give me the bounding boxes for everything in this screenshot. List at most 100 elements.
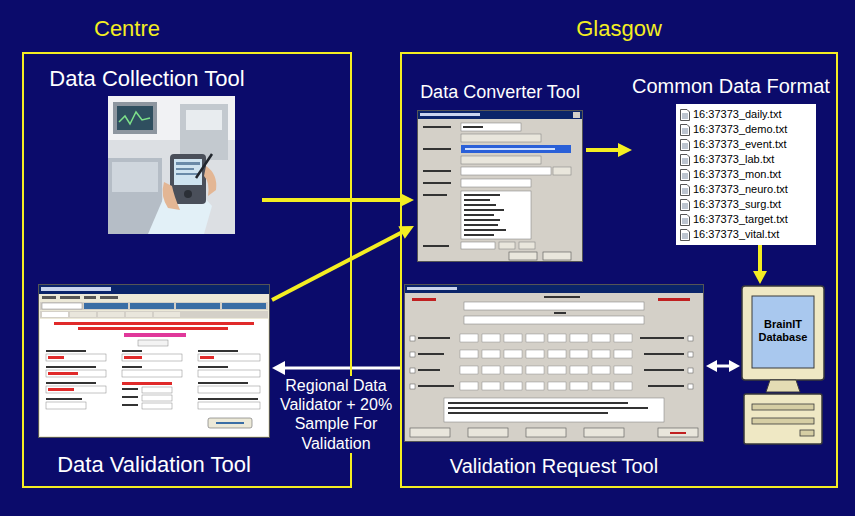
rect-shape [122, 404, 138, 406]
rect-shape [463, 126, 483, 128]
rect-shape [176, 303, 220, 309]
rect-shape [138, 340, 168, 346]
rect-shape [464, 302, 644, 310]
rect-shape [548, 334, 566, 342]
rect-shape [752, 296, 814, 368]
file-name: 16:37373_neuro.txt [693, 183, 788, 196]
rect-shape [39, 285, 270, 438]
file-icon [680, 214, 690, 226]
line-shape [682, 115, 688, 116]
file-name: 16:37373_lab.txt [693, 153, 774, 166]
circle-shape [184, 190, 192, 198]
panel-caption: Data Collection Tool [32, 66, 262, 92]
screenshot-illustration [38, 284, 270, 438]
rect-shape [461, 242, 495, 249]
rect-shape [614, 382, 632, 390]
rect-shape [509, 252, 537, 260]
rect-shape [573, 112, 580, 118]
rect-shape [460, 366, 478, 374]
rect-shape [108, 96, 235, 234]
file-icon [680, 124, 690, 136]
rect-shape [460, 334, 478, 342]
file-row: 16:37373_event.txt [680, 137, 812, 152]
rect-shape [117, 106, 153, 130]
rect-shape [70, 312, 96, 317]
rect-shape [464, 234, 494, 236]
rect-shape [154, 312, 180, 317]
rect-shape [448, 407, 648, 409]
line-shape [682, 203, 688, 204]
rect-shape [570, 350, 588, 358]
rect-shape [176, 168, 194, 170]
file-name: 16:37373_mon.txt [693, 168, 781, 181]
rect-shape [48, 388, 74, 391]
rect-shape [198, 370, 260, 377]
file-list: 16:37373_daily.txt 16:37373_demo.txt 16:… [676, 104, 816, 245]
rect-shape [122, 396, 138, 398]
computer-icon [740, 284, 826, 448]
rect-shape [407, 287, 457, 290]
rect-shape [592, 334, 610, 342]
rect-shape [644, 353, 684, 355]
line-shape [682, 237, 688, 238]
file-icon [680, 184, 690, 196]
rect-shape [592, 366, 610, 374]
flow-arrow [272, 361, 402, 375]
rect-shape [410, 384, 415, 389]
rect-shape [42, 303, 82, 309]
screenshot-illustration [417, 110, 583, 262]
panel-caption: Common Data Format [632, 74, 836, 98]
arrow-line [716, 365, 730, 368]
rect-shape [553, 167, 571, 175]
rect-shape [124, 356, 142, 359]
arrow-line [284, 367, 402, 370]
line-shape [682, 158, 688, 159]
line-shape [682, 207, 688, 208]
rect-shape [448, 412, 608, 414]
rect-shape [548, 350, 566, 358]
rect-shape [526, 350, 544, 358]
g-shape [410, 428, 698, 437]
line-shape [682, 117, 688, 118]
rect-shape [176, 173, 198, 175]
arrow-head [753, 271, 767, 284]
line-shape [682, 235, 688, 236]
rect-shape [461, 156, 541, 164]
rect-shape [122, 350, 142, 352]
arrow-head [706, 360, 717, 372]
panel-caption: Data Converter Tool [414, 82, 586, 104]
rect-shape [504, 334, 522, 342]
rect-shape [592, 350, 610, 358]
rect-shape [126, 312, 152, 317]
tool-panel: Data Collection Tool [32, 66, 262, 234]
region-box: GlasgowData Converter Tool Common Data F… [400, 52, 838, 488]
rect-shape [461, 145, 571, 153]
path-shape [681, 109, 690, 120]
rect-shape [688, 336, 693, 341]
rect-shape [444, 398, 664, 422]
line-shape [682, 205, 688, 206]
rect-shape [42, 296, 56, 299]
rect-shape [688, 384, 693, 389]
rect-shape [46, 354, 106, 361]
rect-shape [465, 148, 555, 150]
path-shape [681, 184, 690, 195]
rect-shape [644, 369, 684, 371]
path-shape [681, 154, 690, 165]
file-name: 16:37373_demo.txt [693, 123, 787, 136]
rect-shape [548, 366, 566, 374]
file-icon [680, 154, 690, 166]
rect-shape [410, 336, 415, 341]
file-row: 16:37373_daily.txt [680, 107, 812, 122]
rect-shape [544, 296, 580, 298]
rect-shape [122, 370, 182, 377]
rect-shape [423, 245, 449, 247]
rect-shape [570, 334, 588, 342]
path-shape [681, 214, 690, 225]
flow-arrow [272, 226, 414, 300]
arrow-line [758, 245, 762, 272]
panel-caption: Data Validation Tool [36, 452, 272, 478]
polygon-shape [766, 380, 800, 392]
file-name: 16:37373_vital.txt [693, 228, 779, 241]
rect-shape [482, 382, 500, 390]
